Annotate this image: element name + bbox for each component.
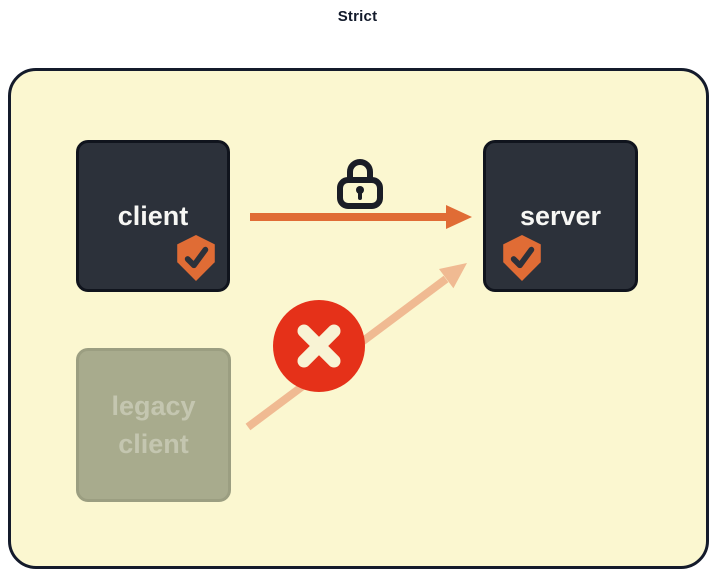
client-node: client (76, 140, 230, 292)
lock-icon (336, 156, 384, 209)
server-label: server (519, 200, 602, 231)
connection-arrows (245, 205, 472, 431)
shield-check-icon (175, 234, 217, 282)
diagram-title: Strict (337, 8, 378, 25)
client-label: client (117, 200, 189, 231)
secure-arrow (250, 205, 472, 229)
legacy-client-label: legacy client (111, 391, 196, 459)
legacy-client-node: legacy client (76, 348, 231, 502)
shield-check-icon (501, 234, 543, 282)
x-circle-icon (273, 300, 365, 392)
strict-panel: client server legacy client (8, 68, 709, 569)
server-node: server (483, 140, 638, 292)
